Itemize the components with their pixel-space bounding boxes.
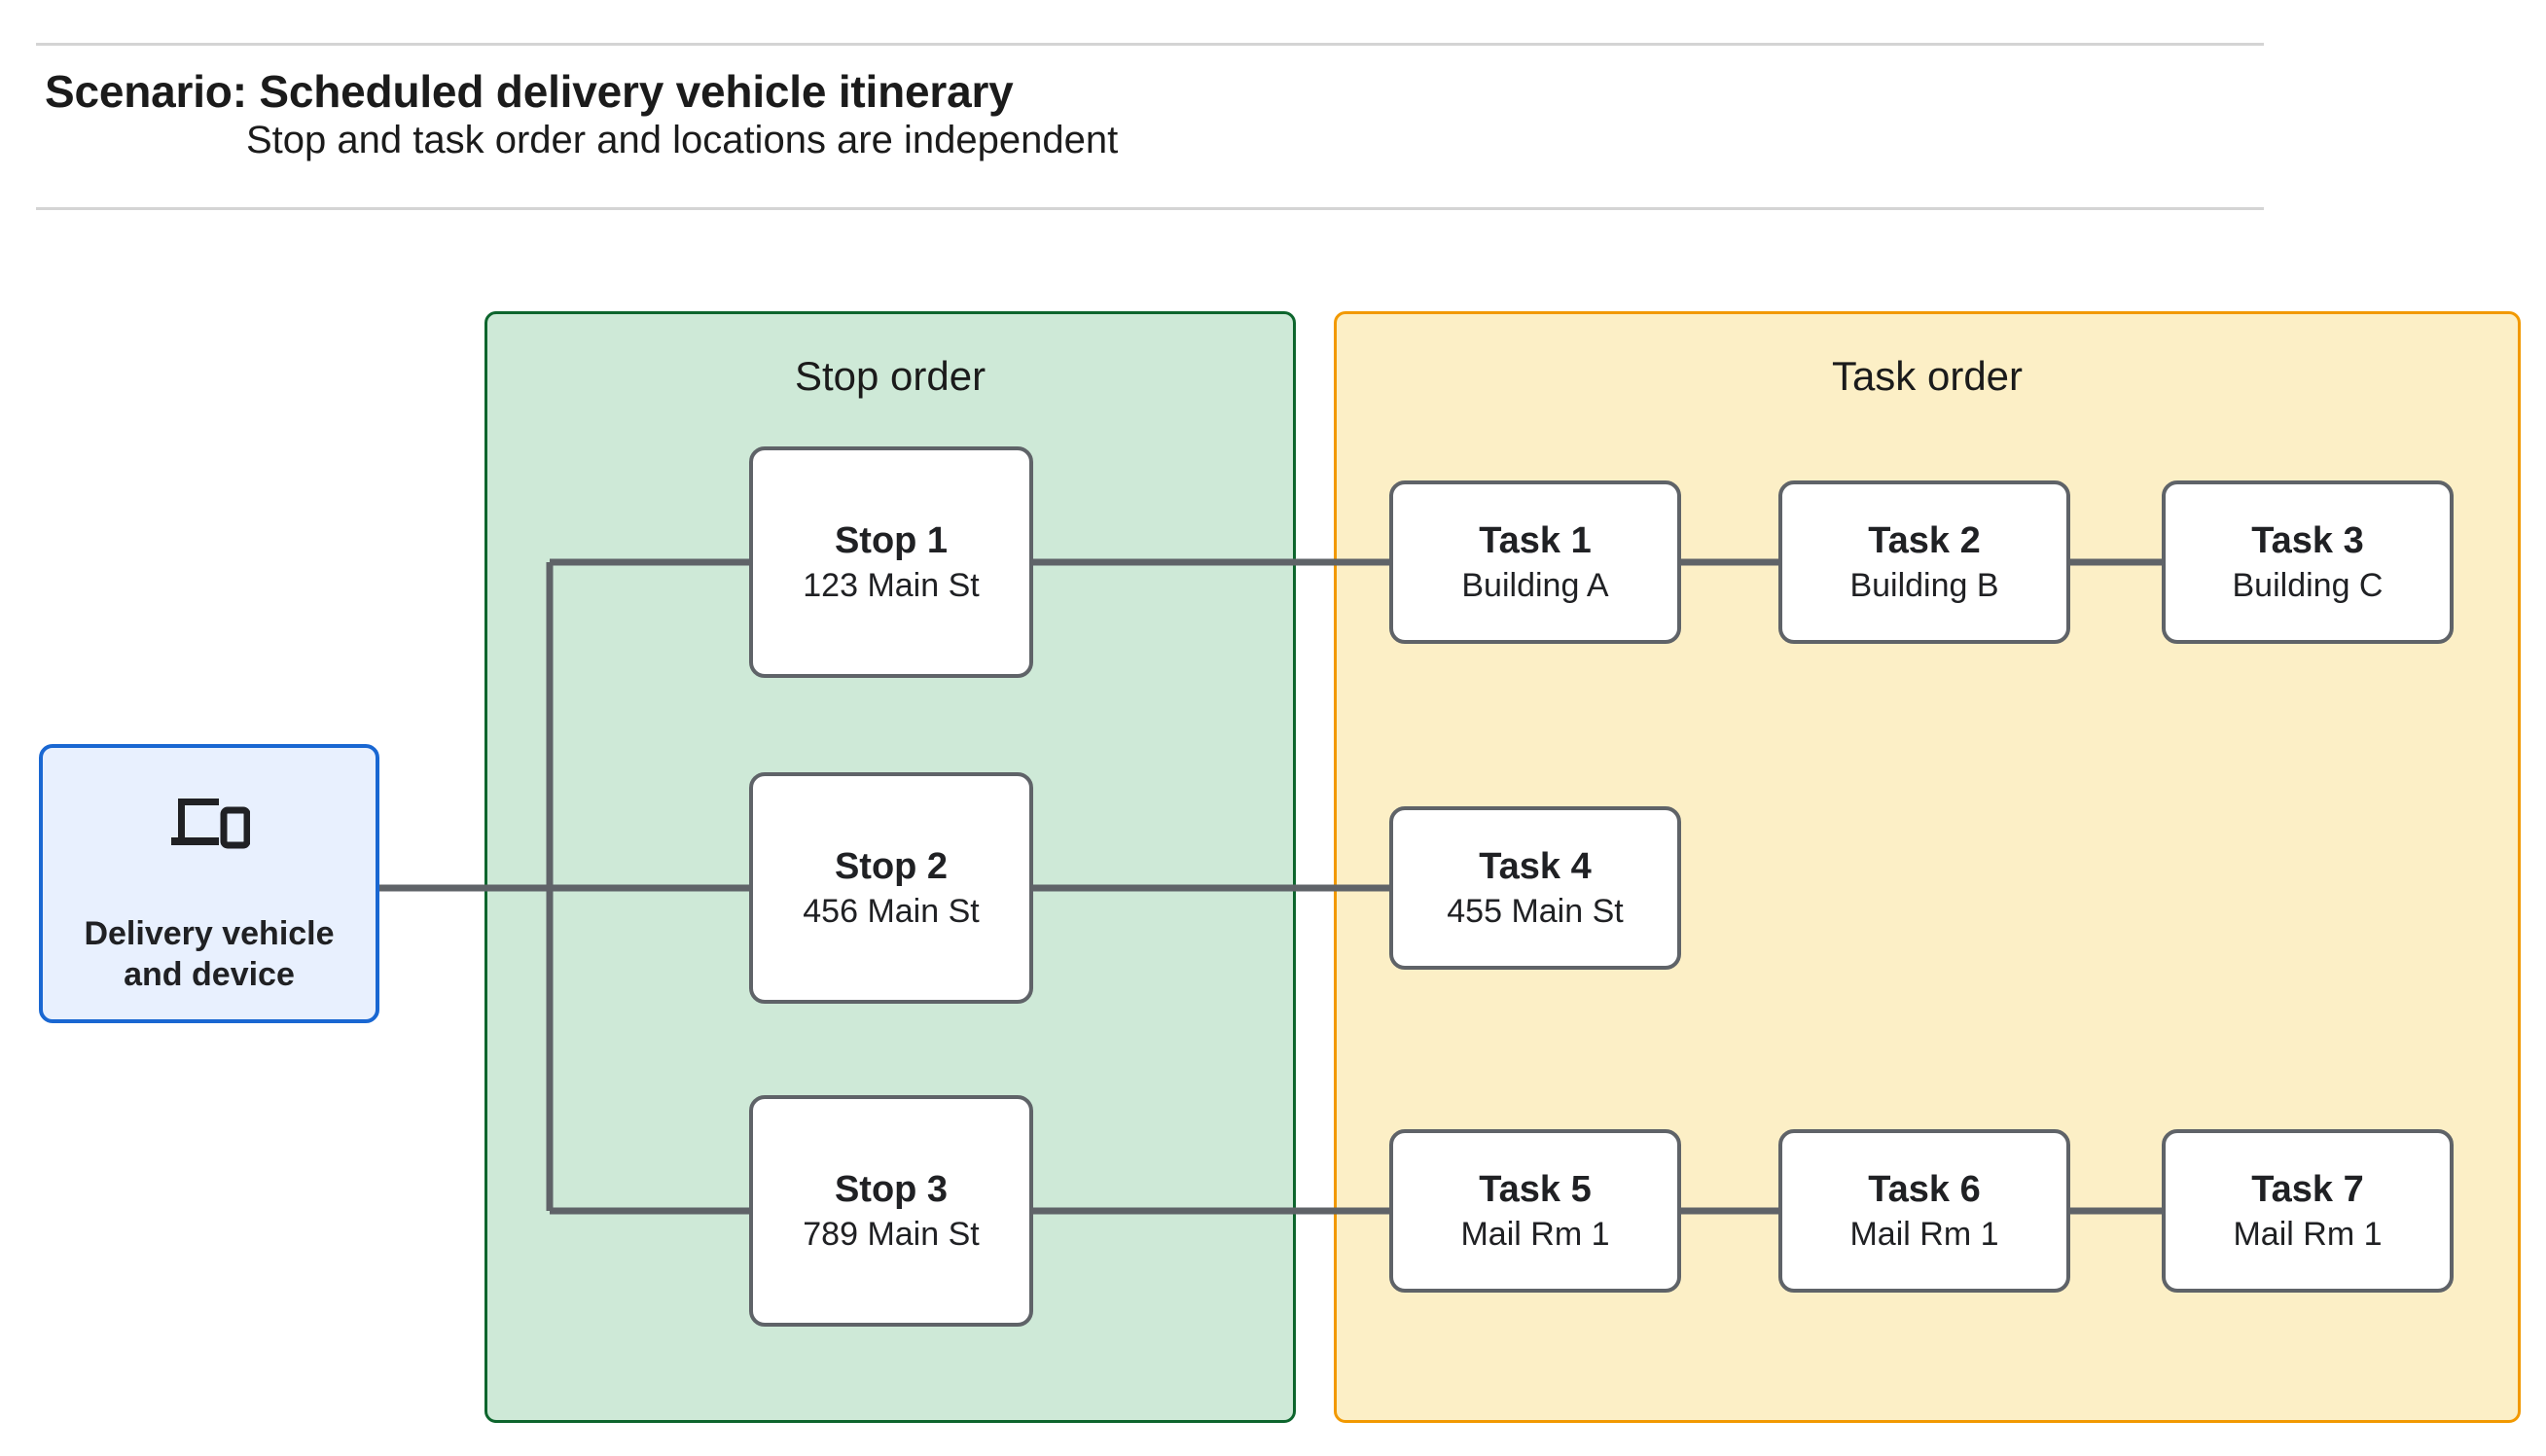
stop-node-3-title: Stop 3 (834, 1168, 949, 1210)
task-node-3-location: Building C (2232, 566, 2384, 604)
stop-node-1-title: Stop 1 (834, 519, 949, 561)
task-node-5[interactable]: Task 5 Mail Rm 1 (1389, 1129, 1681, 1293)
task-node-7[interactable]: Task 7 Mail Rm 1 (2162, 1129, 2454, 1293)
task-node-2-location: Building B (1849, 566, 1999, 604)
stop-node-1[interactable]: Stop 1 123 Main St (749, 446, 1033, 678)
task-node-5-title: Task 5 (1479, 1168, 1592, 1210)
header-divider-top (36, 43, 2264, 46)
stop-node-3[interactable]: Stop 3 789 Main St (749, 1095, 1033, 1327)
task-node-3-title: Task 3 (2251, 519, 2364, 561)
task-node-2-title: Task 2 (1868, 519, 1981, 561)
task-node-6-title: Task 6 (1868, 1168, 1981, 1210)
devices-icon (168, 795, 251, 855)
task-node-4-location: 455 Main St (1447, 892, 1624, 930)
task-node-6[interactable]: Task 6 Mail Rm 1 (1778, 1129, 2070, 1293)
stop-node-1-address: 123 Main St (803, 566, 980, 604)
page-title: Scenario: Scheduled delivery vehicle iti… (45, 66, 1014, 117)
task-node-6-location: Mail Rm 1 (1849, 1215, 1999, 1253)
stop-node-2-address: 456 Main St (803, 892, 980, 930)
task-node-5-location: Mail Rm 1 (1460, 1215, 1610, 1253)
delivery-vehicle-node[interactable]: Delivery vehicle and device (39, 744, 379, 1023)
page-subtitle: Stop and task order and locations are in… (246, 119, 1119, 161)
task-node-1-location: Building A (1461, 566, 1609, 604)
delivery-vehicle-label-line1: Delivery vehicle (84, 915, 335, 952)
task-node-1-title: Task 1 (1479, 519, 1592, 561)
stop-node-2-title: Stop 2 (834, 845, 949, 887)
stop-node-3-address: 789 Main St (803, 1215, 980, 1253)
stop-order-lane-title: Stop order (794, 353, 986, 399)
stop-node-2[interactable]: Stop 2 456 Main St (749, 772, 1033, 1004)
task-node-7-title: Task 7 (2251, 1168, 2364, 1210)
task-node-1[interactable]: Task 1 Building A (1389, 480, 1681, 644)
task-order-lane-title: Task order (1831, 353, 2024, 399)
task-node-4[interactable]: Task 4 455 Main St (1389, 806, 1681, 970)
header-divider-bottom (36, 207, 2264, 210)
delivery-vehicle-label-line2: and device (124, 956, 295, 994)
task-node-3[interactable]: Task 3 Building C (2162, 480, 2454, 644)
task-node-4-title: Task 4 (1479, 845, 1592, 887)
task-node-7-location: Mail Rm 1 (2233, 1215, 2383, 1253)
delivery-vehicle-label: Delivery vehicle and device (84, 913, 334, 995)
task-node-2[interactable]: Task 2 Building B (1778, 480, 2070, 644)
